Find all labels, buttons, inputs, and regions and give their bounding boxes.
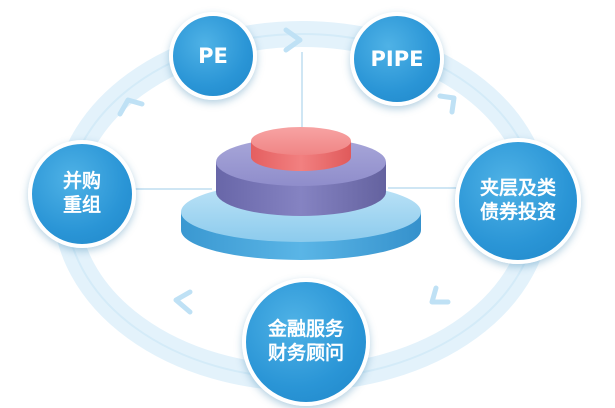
node-mezzanine-line-2: 债券投资 — [479, 201, 556, 223]
arrow-financial-to-ma — [173, 289, 193, 315]
arrow-pipe-to-mezzanine — [437, 93, 457, 115]
node-pe-label: PE — [198, 43, 228, 68]
arrow-pe-to-pipe — [283, 27, 303, 53]
node-financial-line-2: 财务顾问 — [267, 342, 344, 364]
cycle-arrows — [117, 27, 457, 315]
node-financial-line-1: 金融服务 — [267, 318, 344, 341]
node-ma: 并购 重组 — [28, 140, 136, 248]
connector-lines — [128, 52, 456, 190]
node-pipe: PIPE — [350, 12, 444, 106]
node-pe: PE — [169, 12, 257, 100]
arrow-mezzanine-to-financial — [429, 285, 451, 305]
node-pipe-label: PIPE — [370, 46, 424, 71]
node-financial-advisory: 金融服务 财务顾问 — [242, 278, 370, 406]
arrow-ma-to-pe — [117, 97, 145, 117]
node-mezzanine: 夹层及类 债券投资 — [455, 138, 581, 264]
stacked-platform — [181, 127, 421, 260]
node-ma-line-2: 重组 — [62, 194, 101, 216]
platform-top-top — [251, 127, 351, 155]
node-ma-line-1: 并购 — [62, 170, 101, 193]
node-mezzanine-line-1: 夹层及类 — [479, 177, 556, 200]
